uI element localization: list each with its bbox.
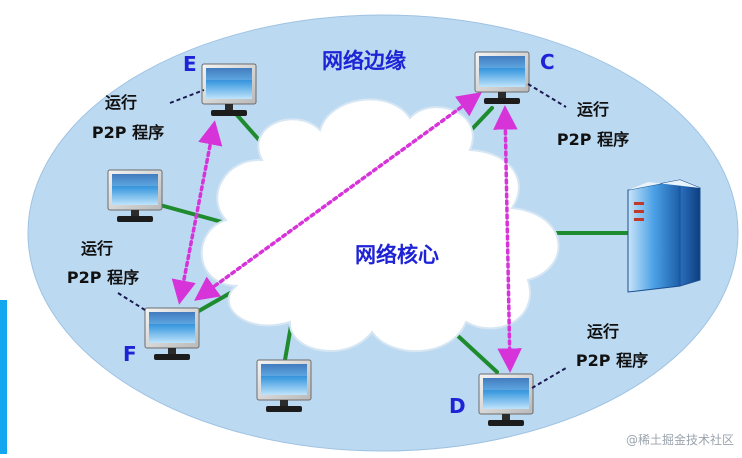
connector-f bbox=[117, 292, 146, 311]
p2p-links bbox=[171, 92, 522, 373]
note-d-line2: P2P 程序 bbox=[576, 351, 648, 370]
note-e-line2: P2P 程序 bbox=[92, 123, 164, 142]
server-icon bbox=[627, 179, 701, 293]
left-accent-bar bbox=[0, 300, 7, 454]
network-core-label: 网络核心 bbox=[355, 243, 439, 267]
note-c-line1: 运行 bbox=[577, 100, 609, 119]
host-e-label: E bbox=[183, 52, 197, 76]
host-d-label: D bbox=[449, 394, 466, 418]
connector-c bbox=[527, 83, 567, 108]
note-e-line1: 运行 bbox=[105, 93, 137, 112]
note-f-line1: 运行 bbox=[81, 239, 113, 258]
link-d-core bbox=[456, 334, 499, 374]
network-edge-label: 网络边缘 bbox=[322, 49, 406, 73]
host-f-label: F bbox=[123, 342, 137, 366]
p2p-arrow-c-d bbox=[493, 105, 522, 373]
host-c-label: C bbox=[540, 50, 555, 74]
watermark-text: @稀土掘金技术社区 bbox=[625, 433, 734, 447]
note-d-line1: 运行 bbox=[587, 322, 619, 341]
note-f-line2: P2P 程序 bbox=[67, 268, 139, 287]
note-c-line2: P2P 程序 bbox=[557, 130, 629, 149]
p2p-arrow-c-f bbox=[194, 92, 482, 301]
